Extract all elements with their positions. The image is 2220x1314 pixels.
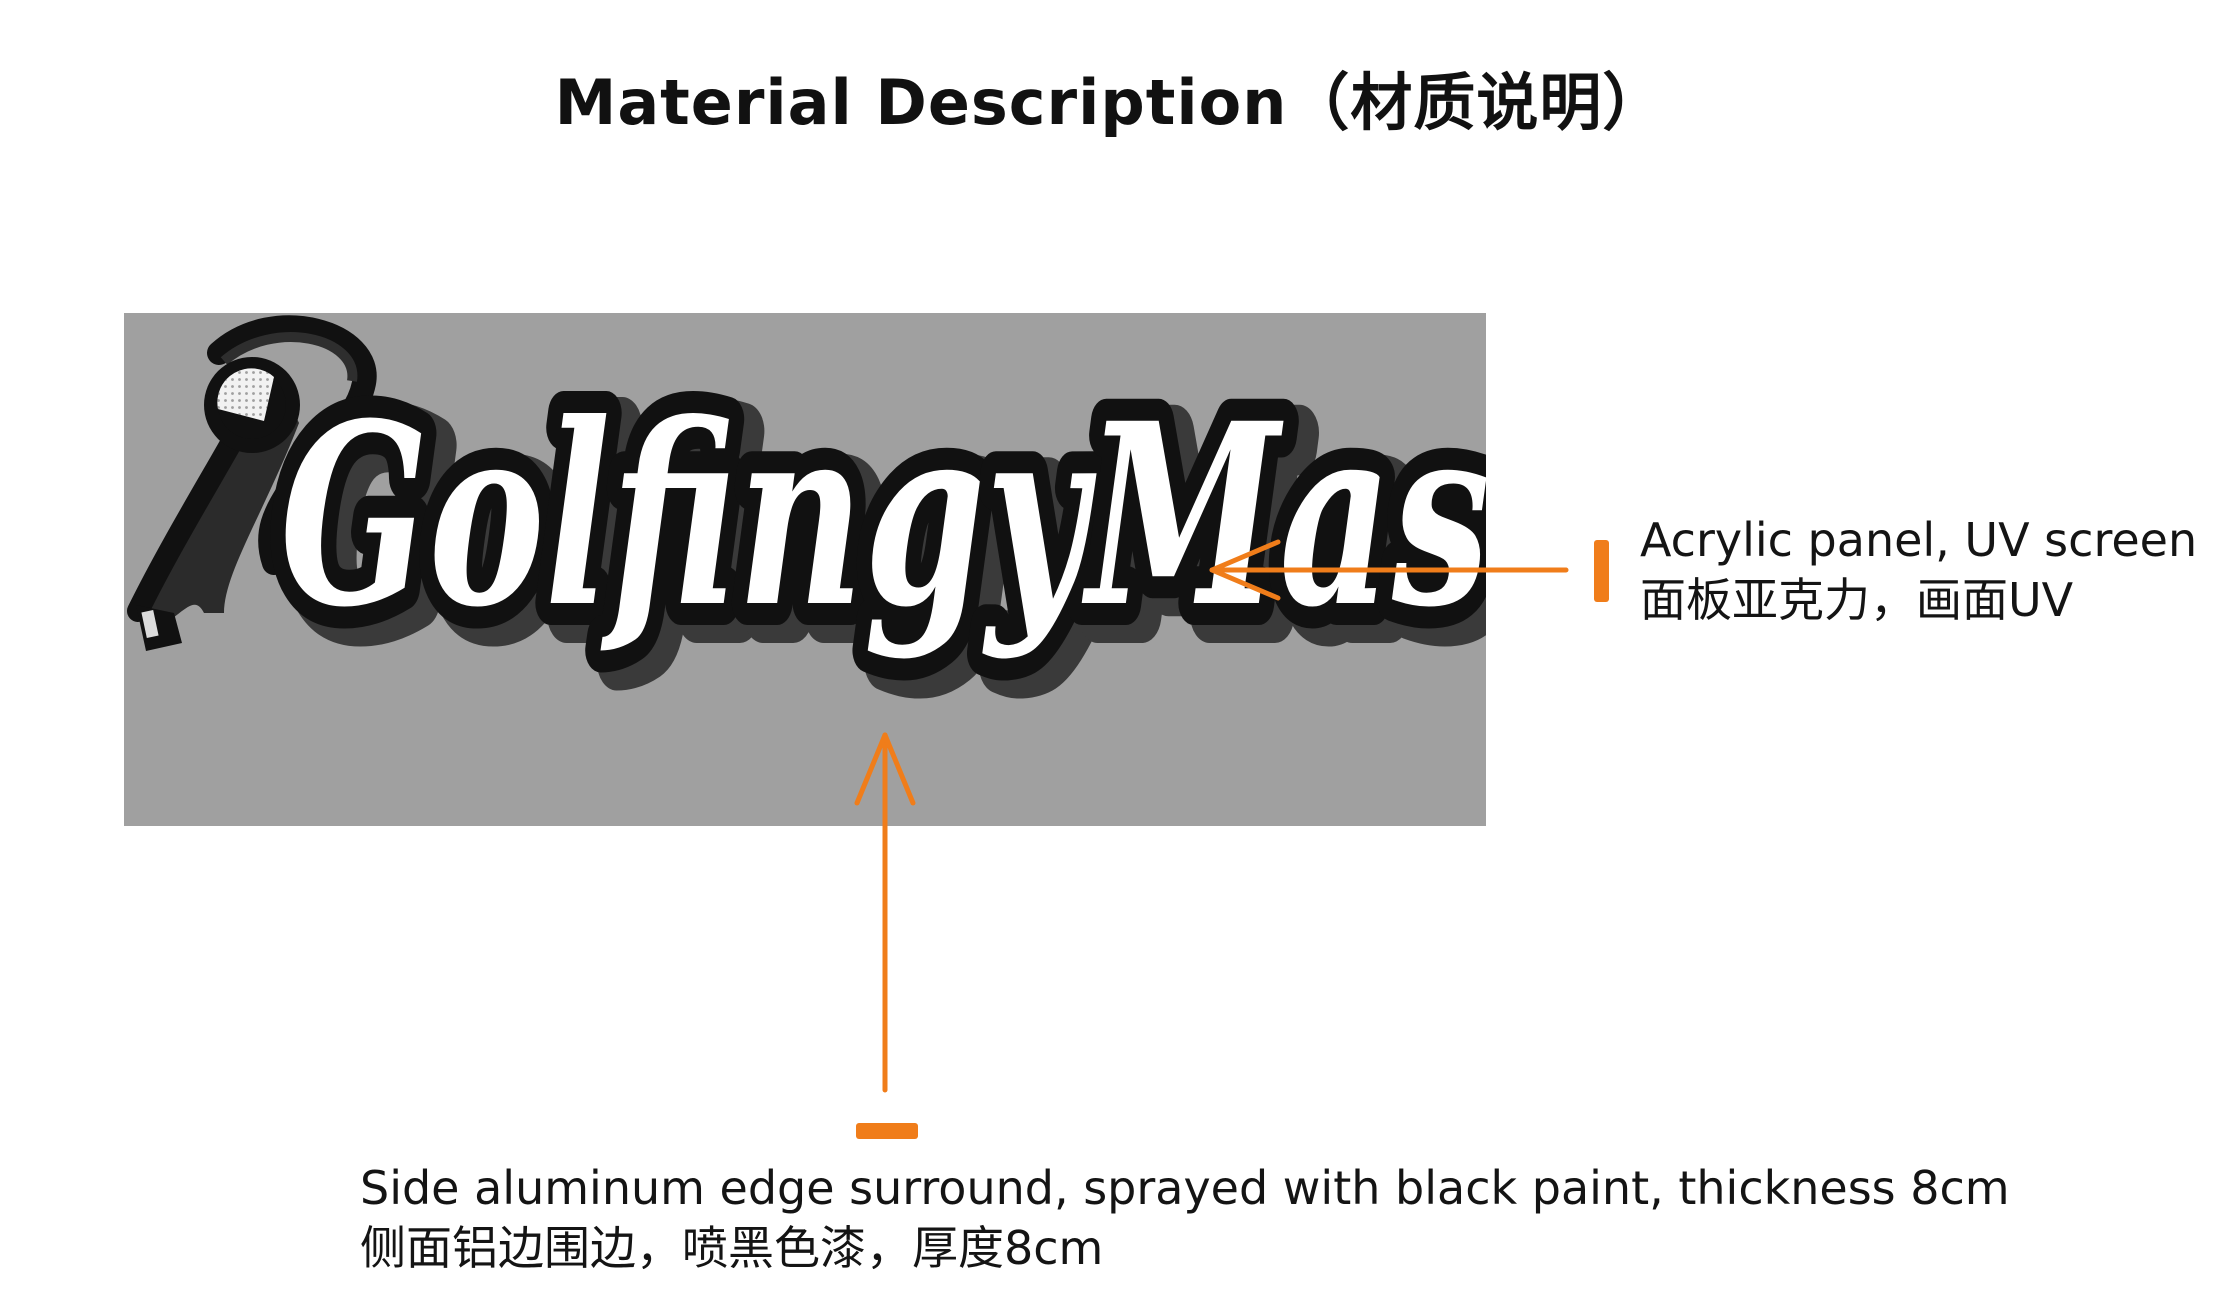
side-edge-callout-marker (856, 1123, 918, 1139)
sign-render-art: GolfingyMas GolfingyMas GolfingyMas (127, 315, 1486, 702)
acrylic-panel-note: Acrylic panel, UV screen 面板亚克力，画面UV (1640, 510, 2197, 630)
golf-ball-icon (204, 357, 300, 453)
side-edge-note: Side aluminum edge surround, sprayed wit… (360, 1158, 2010, 1278)
acrylic-panel-note-zh: 面板亚克力，画面UV (1640, 573, 2074, 627)
acrylic-panel-note-en: Acrylic panel, UV screen (1640, 513, 2198, 567)
page-title: Material Description（材质说明） (554, 66, 1666, 139)
logo-edge: GolfingyMas (280, 368, 1486, 662)
logo-face: GolfingyMas (280, 368, 1486, 662)
side-edge-note-zh: 侧面铝边围边，喷黑色漆，厚度8cm (360, 1221, 1104, 1275)
logo-lettering: GolfingyMas GolfingyMas GolfingyMas (258, 346, 1486, 702)
logo-shadow: GolfingyMas (296, 380, 1486, 674)
acrylic-callout-marker (1594, 540, 1609, 602)
side-edge-callout-arrow (854, 732, 916, 1093)
side-edge-note-en: Side aluminum edge surround, sprayed wit… (360, 1161, 2010, 1215)
acrylic-callout-arrow (1209, 539, 1569, 601)
